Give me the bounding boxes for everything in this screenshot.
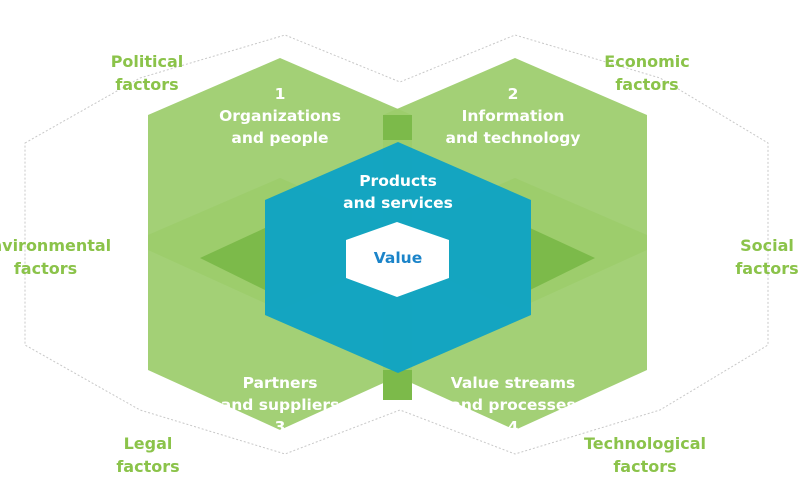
overlap-left	[200, 228, 265, 290]
overlap-bottom	[383, 370, 412, 400]
dimension-2-number: 2	[507, 85, 519, 103]
hexagon-value	[346, 222, 449, 297]
dimension-3-number: 3	[274, 418, 286, 436]
label-environmental-factors: Environmentalfactors	[0, 236, 112, 278]
dimension-4-number: 4	[507, 418, 519, 436]
dimension-1-number: 1	[274, 85, 286, 103]
overlap-right	[530, 228, 595, 290]
overlap-top	[383, 115, 412, 140]
label-value: Value	[373, 249, 423, 267]
outer-dotted-outline	[24, 34, 769, 455]
